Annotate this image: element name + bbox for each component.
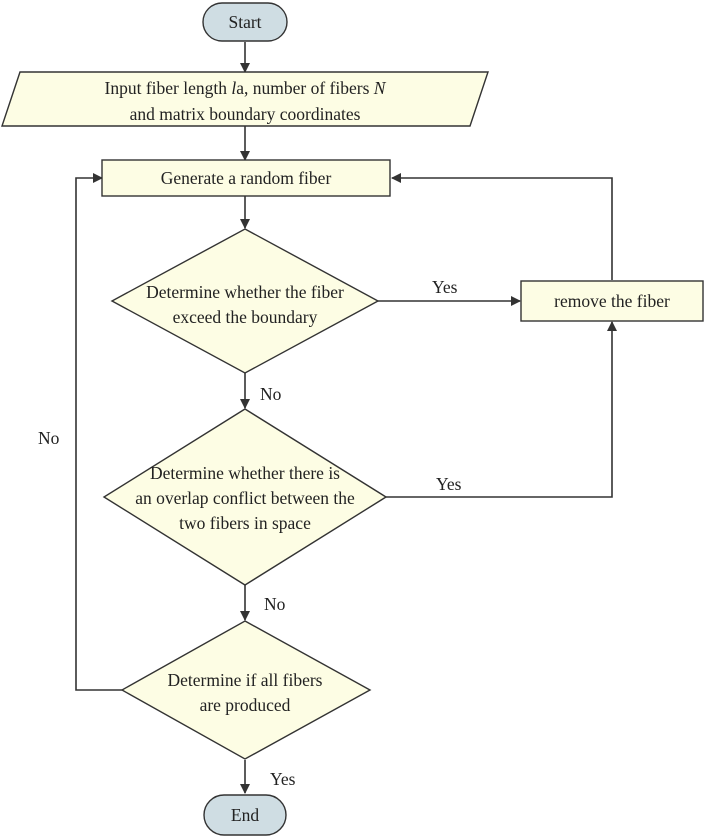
decision-all-line1: Determine if all fibers — [167, 670, 322, 690]
decision-boundary-line1: Determine whether the fiber — [146, 282, 344, 302]
edge-all-no-to-generate — [75, 173, 122, 691]
edge-remove-to-generate — [391, 173, 613, 280]
edge-labels: Yes No Yes No No Yes — [38, 277, 462, 789]
input-label-line1: Input fiber length la, number of fibers … — [105, 78, 387, 98]
end-terminal-shape — [203, 794, 287, 836]
end-label: End — [231, 805, 259, 825]
edge-overlap-yes-to-remove — [386, 321, 617, 498]
start-node: Start — [202, 2, 288, 42]
decision-all-line2: are produced — [200, 695, 291, 715]
decision-overlap-line3: two fibers in space — [179, 513, 311, 533]
decision-all-shape — [120, 620, 372, 760]
edge-label-all-yes: Yes — [270, 769, 296, 789]
start-terminal-shape — [202, 2, 288, 42]
decision-overlap-line2: an overlap conflict between the — [135, 488, 355, 508]
decision-boundary-line2: exceed the boundary — [173, 307, 318, 327]
start-label: Start — [228, 12, 261, 32]
decision-overlap-line1: Determine whether there is — [150, 463, 340, 483]
remove-process-shape — [520, 280, 704, 322]
input-label-line2: and matrix boundary coordinates — [130, 104, 361, 124]
decision-all-node: Determine if all fibers are produced — [120, 620, 372, 760]
end-node: End — [203, 794, 287, 836]
decision-boundary-shape — [110, 228, 380, 374]
generate-process-shape — [101, 159, 391, 197]
generate-node: Generate a random fiber — [101, 159, 391, 197]
edge-label-overlap-yes: Yes — [436, 474, 462, 494]
input-parallelogram-shape — [1, 71, 489, 127]
generate-label: Generate a random fiber — [161, 168, 332, 188]
edge-label-boundary-yes: Yes — [432, 277, 458, 297]
decision-overlap-node: Determine whether there is an overlap co… — [102, 408, 388, 586]
decision-overlap-shape — [102, 408, 388, 586]
edges — [75, 42, 617, 794]
input-node: Input fiber length la, number of fibers … — [1, 71, 489, 127]
decision-boundary-node: Determine whether the fiber exceed the b… — [110, 228, 380, 374]
edge-label-overlap-no: No — [264, 594, 286, 614]
remove-label: remove the fiber — [554, 291, 670, 311]
edge-label-boundary-no: No — [260, 384, 282, 404]
edge-label-all-no: No — [38, 428, 60, 448]
remove-node: remove the fiber — [520, 280, 704, 322]
